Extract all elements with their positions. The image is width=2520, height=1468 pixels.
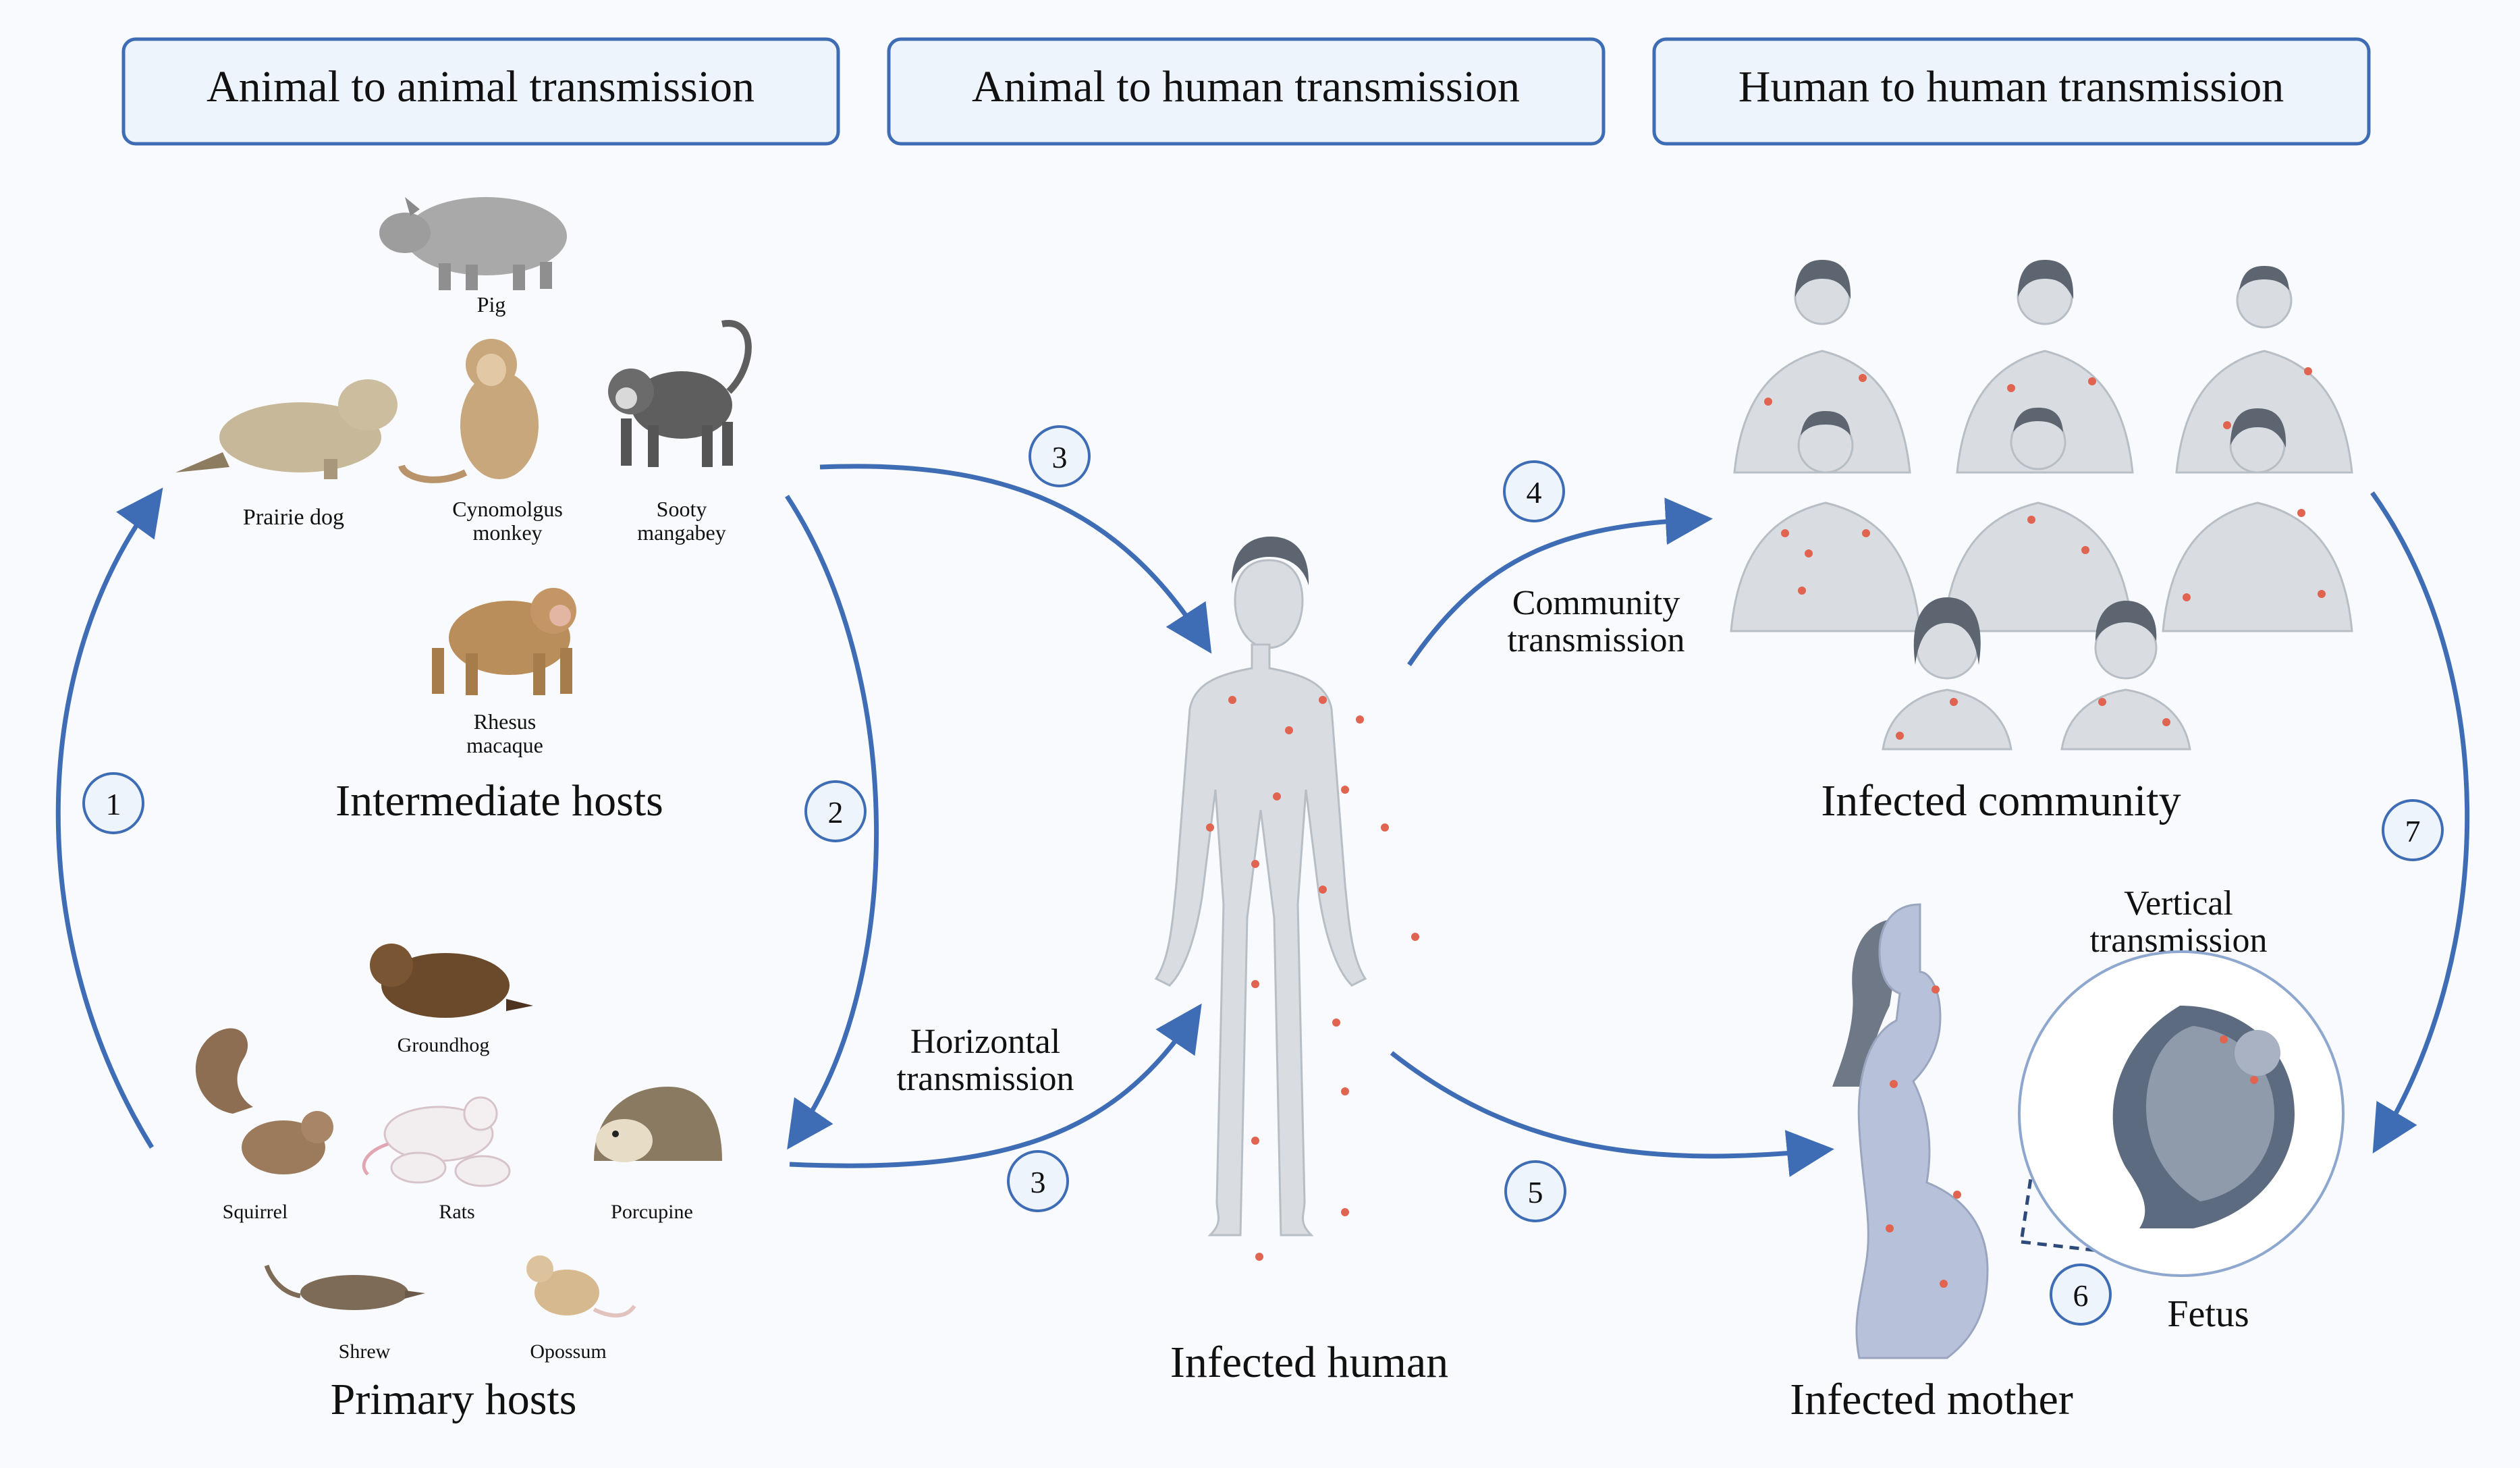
header-label: Human to human transmission — [1738, 62, 2284, 111]
transmission-arrows — [55, 464, 2470, 1177]
rhesus-label-2: macaque — [466, 733, 543, 757]
cynomolgus-label-1: Cynomolgus — [452, 497, 563, 521]
fetus-label: Fetus — [2167, 1293, 2249, 1335]
community-person-icon — [2060, 601, 2191, 751]
prairie-dog-label: Prairie dog — [243, 505, 344, 530]
fetus-inset — [2018, 950, 2345, 1277]
step-circle-3-top: 3 — [1029, 425, 1091, 487]
sooty-label-1: Sooty — [657, 497, 707, 521]
infected-human-figure — [1154, 537, 1419, 1261]
arrow-3-bottom — [789, 1003, 1202, 1168]
groundhog-icon — [370, 944, 533, 1018]
arrow-4 — [1407, 497, 1713, 666]
step-circle-1: 1 — [82, 772, 144, 834]
community-person-icon — [2162, 408, 2353, 632]
community-label-1: Community — [1512, 584, 1680, 622]
step-number: 4 — [1527, 475, 1542, 510]
porcupine-label: Porcupine — [611, 1201, 693, 1223]
community-person-icon — [1730, 411, 1921, 632]
arrow-1 — [55, 487, 163, 1149]
squirrel-icon — [195, 1028, 333, 1174]
infected-community-title: Infected community — [1821, 776, 2181, 825]
step-number: 5 — [1528, 1175, 1543, 1209]
step-number: 3 — [1031, 1165, 1046, 1199]
squirrel-label: Squirrel — [223, 1201, 288, 1223]
community-person-icon — [1942, 408, 2134, 632]
header-label: Animal to animal transmission — [207, 62, 755, 111]
vertical-label-1: Vertical — [2124, 884, 2233, 923]
prairie-dog-icon — [175, 379, 398, 479]
rhesus-macaque-icon — [432, 588, 576, 695]
cynomolgus-label-2: monkey — [472, 520, 542, 545]
arrow-7 — [2370, 491, 2470, 1154]
horizontal-label-2: transmission — [897, 1060, 1074, 1098]
shrew-icon — [264, 1264, 425, 1310]
infected-mother-figure — [1832, 903, 1989, 1359]
intermediate-hosts-title: Intermediate hosts — [335, 776, 663, 825]
step-number: 1 — [106, 787, 121, 821]
step-number: 2 — [828, 795, 844, 830]
header-label: Animal to human transmission — [972, 62, 1520, 111]
rats-icon — [362, 1096, 511, 1187]
rhesus-label-1: Rhesus — [474, 709, 536, 734]
step-markers: 1 2 3 3 4 5 6 7 — [82, 425, 2444, 1326]
step-circle-3-bottom: 3 — [1007, 1150, 1069, 1212]
cynomolgus-monkey-icon — [398, 339, 539, 483]
header-animal-to-human: Animal to human transmission — [887, 37, 1606, 146]
infected-community — [1730, 260, 2353, 751]
arrow-3-top — [819, 464, 1212, 654]
sooty-label-2: mangabey — [637, 520, 726, 545]
step-circle-6: 6 — [2050, 1263, 2112, 1326]
opossum-icon — [526, 1255, 636, 1318]
infected-human-title: Infected human — [1170, 1338, 1448, 1387]
opossum-label: Opossum — [530, 1340, 606, 1363]
step-circle-4: 4 — [1503, 460, 1565, 522]
pig-label: Pig — [477, 292, 506, 317]
step-circle-7: 7 — [2382, 799, 2444, 861]
primary-hosts: Groundhog Squirrel Rats Porcupine — [195, 944, 722, 1363]
arrow-5 — [1390, 1051, 1834, 1177]
step-number: 7 — [2405, 814, 2421, 848]
header-human-to-human: Human to human transmission — [1652, 37, 2371, 146]
shrew-label: Shrew — [339, 1340, 391, 1363]
community-person-icon — [1882, 597, 2012, 751]
infected-mother-title: Infected mother — [1790, 1375, 2073, 1424]
step-circle-2: 2 — [804, 780, 867, 842]
horizontal-label-1: Horizontal — [910, 1023, 1060, 1061]
rats-label: Rats — [439, 1201, 474, 1223]
header-animal-to-animal: Animal to animal transmission — [121, 37, 840, 146]
intermediate-hosts: Pig Prairie dog Cynomolgus monkey Soot — [175, 197, 752, 757]
porcupine-icon — [594, 1087, 722, 1162]
pig-icon — [379, 197, 567, 290]
groundhog-label: Groundhog — [398, 1034, 490, 1056]
fetus-icon — [2112, 1006, 2295, 1228]
community-label-2: transmission — [1508, 621, 1685, 659]
primary-hosts-title: Primary hosts — [331, 1375, 577, 1424]
sooty-mangabey-icon — [608, 320, 752, 467]
step-number: 3 — [1052, 440, 1068, 474]
step-circle-5: 5 — [1504, 1160, 1566, 1222]
step-number: 6 — [2073, 1278, 2089, 1313]
arrow-2 — [785, 495, 879, 1150]
